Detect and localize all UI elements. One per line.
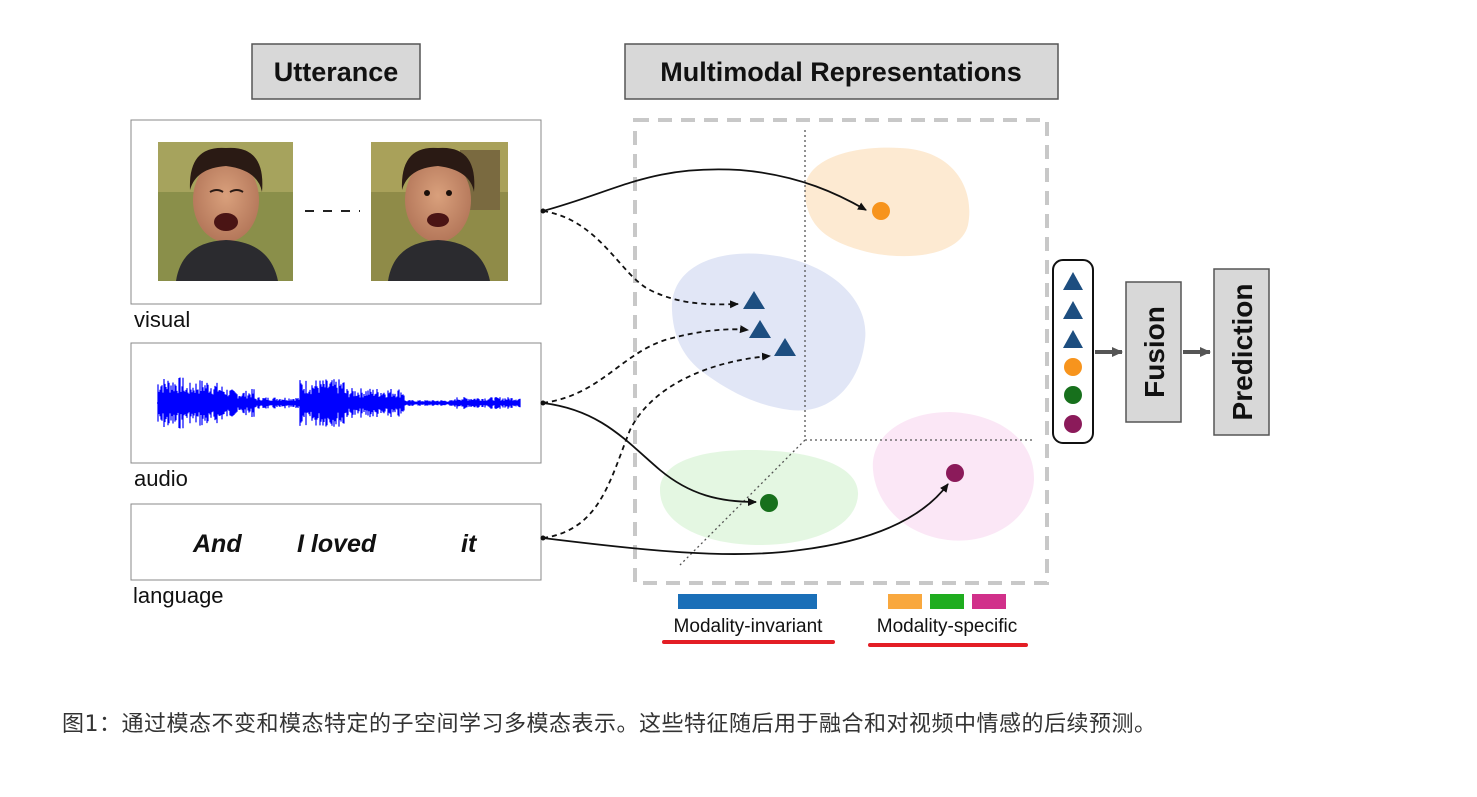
vector-green-dot [1064,386,1082,404]
specific-legend-swatch-orange [888,594,922,609]
audio-invariant-arrow [542,325,749,404]
vector-triangle-1 [1063,272,1083,290]
specific-legend-swatch-pink [972,594,1006,609]
audio-specific-point [760,494,778,512]
legend: Modality-invariant Modality-specific [662,594,1028,647]
visual-specific-arrow [542,168,867,212]
prediction-label: Prediction [1227,284,1258,421]
language-specific-arrow [542,483,949,555]
specific-audio-region [660,450,859,545]
face-frame-1 [158,142,293,281]
invariant-legend-label: Modality-invariant [674,616,824,637]
prediction-box: Prediction [1213,268,1270,436]
audio-waveform-icon [157,377,521,429]
projection-arrows [540,168,949,555]
invariant-region [671,253,866,411]
visual-box [130,119,542,305]
vector-triangle-2 [1063,301,1083,319]
representation-space-frame [633,118,1049,585]
vector-orange-dot [1064,358,1082,376]
invariant-points [743,291,796,356]
fusion-label: Fusion [1139,306,1170,398]
subspace-axes [679,130,1035,566]
language-word-1: And [192,530,242,558]
language-word-2: I loved [297,530,377,558]
figure-caption: 图1：通过模态不变和模态特定的子空间学习多模态表示。这些特征随后用于融合和对视频… [62,712,1157,737]
specific-visual-region [804,147,970,257]
vector-purple-dot [1064,415,1082,433]
audio-specific-arrow [542,402,757,506]
representations-header: Multimodal Representations [624,43,1059,100]
representations-header-text: Multimodal Representations [660,57,1022,87]
visual-specific-point [872,202,890,220]
invariant-legend-swatch [678,594,817,609]
feature-vector [1052,259,1094,444]
language-invariant-arrow [542,352,771,539]
invariant-triangle-1 [743,291,765,309]
specific-legend-label: Modality-specific [877,616,1017,637]
audio-label: audio [134,466,188,491]
diagram-canvas: Utterance Multimodal Representations [130,43,1270,647]
fusion-box: Fusion [1125,281,1182,423]
invariant-triangle-2 [749,320,771,338]
specific-legend-swatch-green [930,594,964,609]
utterance-header-text: Utterance [274,57,399,87]
visual-label: visual [134,307,190,332]
utterance-header: Utterance [251,43,421,100]
language-word-3: it [461,530,478,558]
audio-box [130,342,542,464]
language-box: And I loved it [130,503,542,581]
face-frame-2 [371,142,508,281]
vector-triangle-3 [1063,330,1083,348]
invariant-triangle-3 [774,338,796,356]
language-label: language [133,583,224,608]
language-specific-point [946,464,964,482]
